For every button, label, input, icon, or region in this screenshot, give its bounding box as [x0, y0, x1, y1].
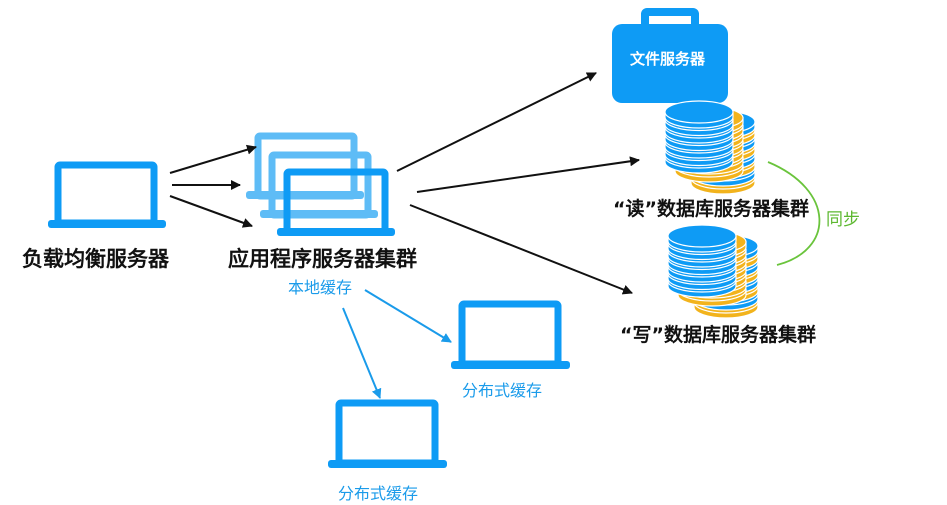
load-balancer-label: 负载均衡服务器 [22, 247, 169, 271]
load-balancer-laptop-icon [48, 161, 166, 228]
dist-cache-1-label: 分布式缓存 [462, 381, 543, 400]
arrow-lb-to-app-1 [169, 144, 257, 174]
read-db-stack-icon [664, 100, 756, 195]
write-db-label: “写”数据库服务器集群 [620, 324, 816, 346]
dist-cache-1-laptop-icon [451, 300, 570, 369]
arrow-app-to-read-db [416, 156, 640, 193]
sync-curve [767, 161, 821, 266]
write-db-stack-icon [667, 224, 759, 319]
dist-cache-2-label: 分布式缓存 [338, 484, 419, 503]
app-cluster-laptop-stack-icon [246, 132, 395, 236]
arrow-app-to-file-server [396, 72, 597, 172]
sync-label: 同步 [826, 210, 860, 230]
arrow-lb-to-app-3 [169, 195, 253, 228]
read-db-label: “读”数据库服务器集群 [613, 198, 809, 220]
file-server-briefcase-icon [612, 8, 728, 103]
local-cache-label: 本地缓存 [288, 278, 353, 297]
arrow-local-to-dist-cache-1 [364, 289, 452, 343]
app-cluster-label: 应用程序服务器集群 [228, 247, 417, 271]
file-server-label: 文件服务器 [630, 50, 706, 68]
arrow-local-to-dist-cache-2 [342, 307, 382, 399]
arrow-app-to-write-db [409, 204, 633, 295]
dist-cache-2-laptop-icon [328, 399, 447, 468]
